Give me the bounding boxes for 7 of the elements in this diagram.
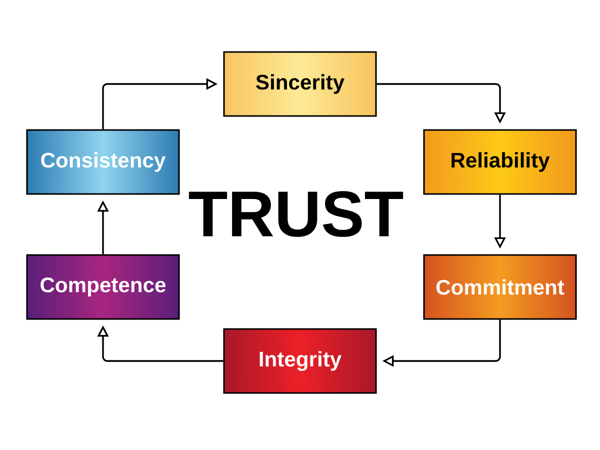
process-box: Sincerity [223,51,377,117]
process-box: Integrity [223,328,377,394]
process-box: Consistency [26,129,180,195]
process-box: Competence [26,254,180,320]
title-text: TRUST [188,191,404,237]
process-box: Reliability [423,129,577,195]
process-box: Commitment [423,254,577,320]
